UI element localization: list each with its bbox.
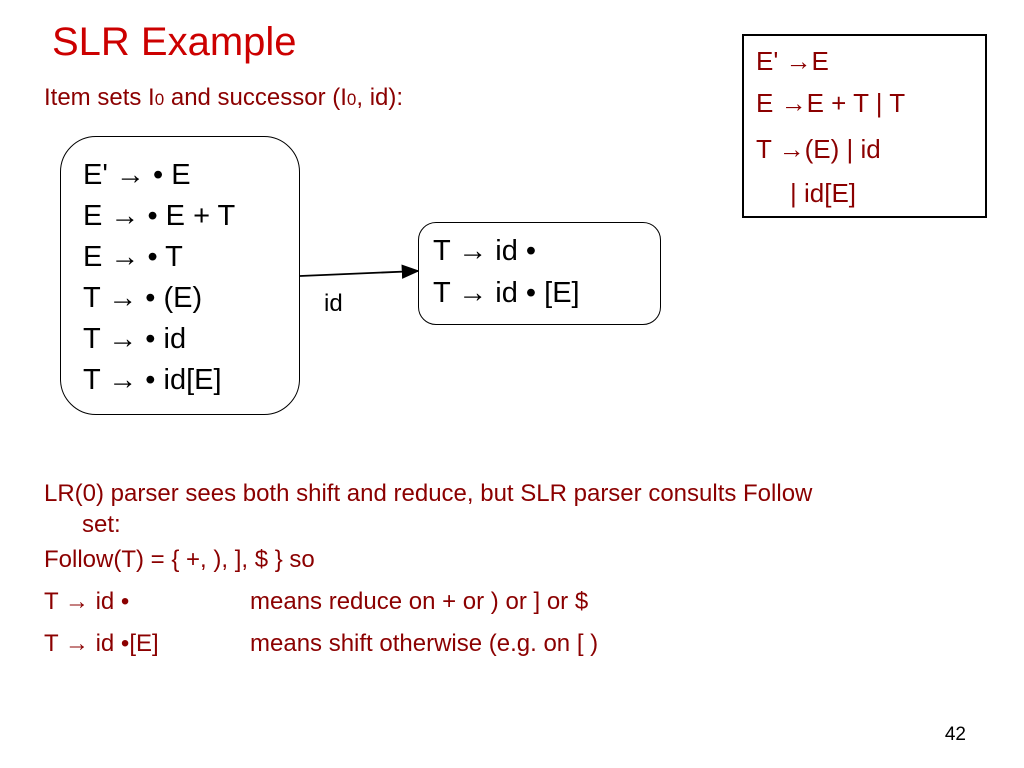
state-i0-item: E → • T bbox=[83, 241, 183, 273]
slide-title: SLR Example bbox=[52, 20, 297, 64]
state-successor-item: T → id • bbox=[433, 235, 537, 267]
subtitle-subscript-1: 0 bbox=[154, 90, 165, 109]
state-i0-item: T → • id bbox=[83, 323, 187, 355]
explanation-line-continued: set: bbox=[82, 511, 121, 538]
transition-arrow-line bbox=[299, 264, 420, 279]
grammar-box: E' →E E →E + T | T T →(E) | id | id[E] bbox=[742, 34, 987, 218]
rule2-meaning: means shift otherwise (e.g. on [ ) bbox=[250, 630, 599, 657]
state-i0-item: E' → • E bbox=[83, 159, 191, 191]
state-successor-item: T → id • [E] bbox=[433, 277, 580, 309]
grammar-rule: | id[E] bbox=[790, 178, 857, 208]
state-i0-item: E → • E + T bbox=[83, 200, 236, 232]
rule2-item: T → id •[E] bbox=[44, 630, 159, 657]
subtitle-part-2: and successor (I bbox=[164, 84, 347, 111]
transition-label: id bbox=[324, 290, 343, 317]
subtitle-subscript-2: 0 bbox=[346, 90, 357, 109]
state-successor-box: T → id • T → id • [E] bbox=[418, 222, 661, 325]
state-i0-item: T → • id[E] bbox=[83, 364, 222, 396]
subtitle-part-1: Item sets I bbox=[44, 84, 155, 111]
follow-set-line: Follow(T) = { +, ), ], $ } so bbox=[44, 546, 315, 573]
slide-subtitle: Item sets I0 and successor (I0, id): bbox=[44, 84, 403, 112]
state-i0-item: T → • (E) bbox=[83, 282, 203, 314]
page-number: 42 bbox=[944, 724, 966, 745]
state-i0-box: E' → • E E → • E + T E → • T T → • (E) T… bbox=[60, 136, 300, 415]
grammar-rule: E →E + T | T bbox=[756, 88, 906, 118]
grammar-rule: E' →E bbox=[756, 46, 829, 76]
rule1-meaning: means reduce on + or ) or ] or $ bbox=[250, 588, 589, 615]
explanation-line: LR(0) parser sees both shift and reduce,… bbox=[44, 480, 813, 507]
grammar-rule: T →(E) | id bbox=[756, 134, 881, 164]
rule1-item: T → id • bbox=[44, 588, 130, 615]
subtitle-part-3: , id): bbox=[356, 84, 404, 111]
